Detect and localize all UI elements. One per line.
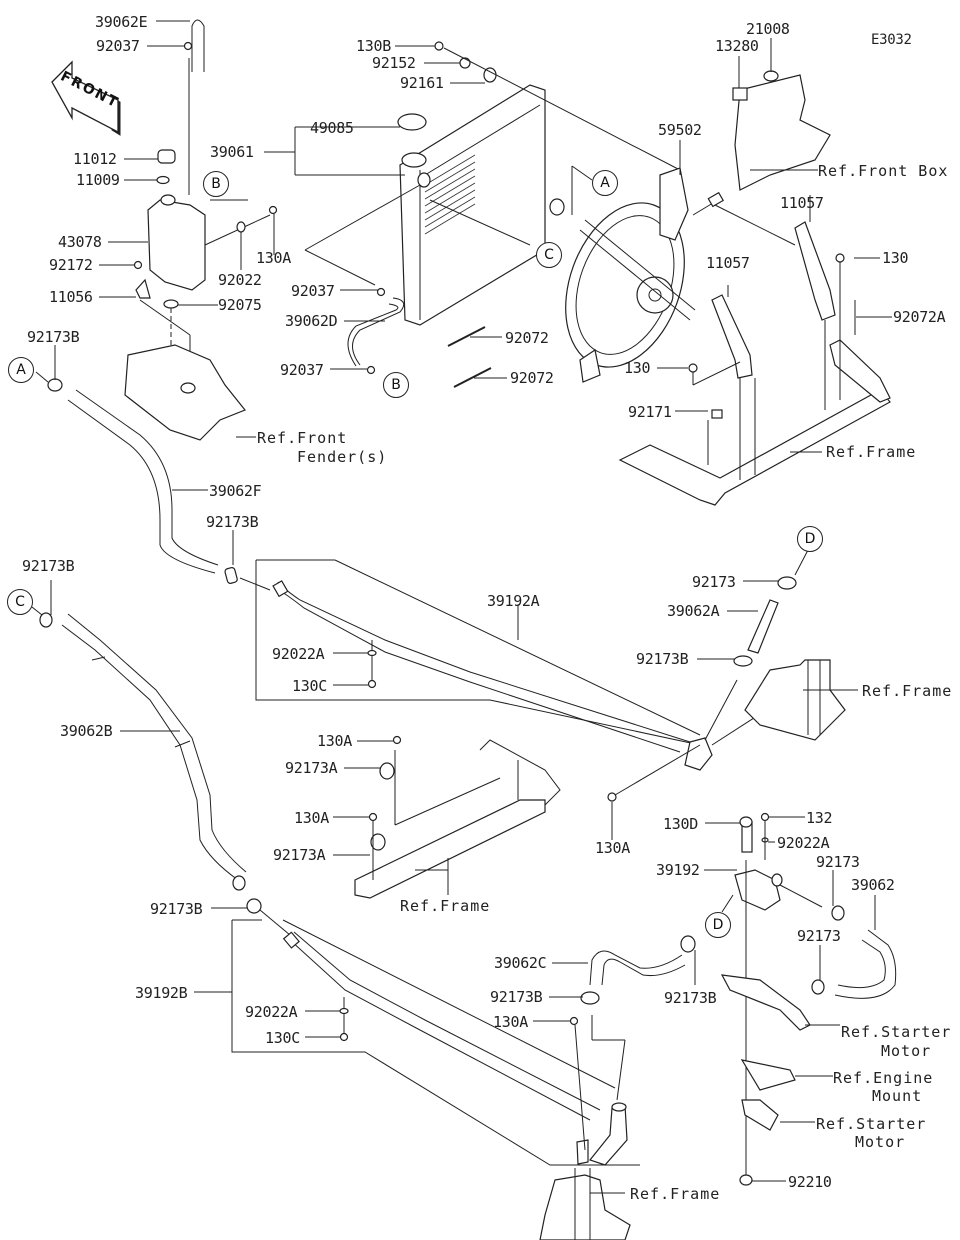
ref-frame: Ref.Frame xyxy=(400,897,491,915)
part-label[interactable]: 92037 xyxy=(96,37,140,55)
part-label[interactable]: 130A xyxy=(493,1013,528,1031)
starter-ref-a xyxy=(720,974,811,1031)
part-label[interactable]: 92173B xyxy=(150,900,203,918)
part-label[interactable]: 92210 xyxy=(788,1173,832,1191)
part-label[interactable]: 92072 xyxy=(510,369,554,387)
part-label[interactable]: 92152 xyxy=(372,54,416,72)
part-label[interactable]: 130 xyxy=(882,249,909,267)
part-label[interactable]: 59502 xyxy=(658,121,702,139)
part-label[interactable]: 39062C xyxy=(494,954,547,972)
part-label[interactable]: 39062 xyxy=(851,876,895,894)
frame-ref-middle xyxy=(354,799,546,899)
starter-ref-b xyxy=(741,1099,779,1131)
bracket-11057 xyxy=(711,294,753,379)
ref-starter-motor: Motor xyxy=(881,1042,932,1060)
part-label[interactable]: 92171 xyxy=(628,403,672,421)
part-label[interactable]: 92037 xyxy=(291,282,335,300)
callout-a: A xyxy=(8,357,34,383)
cap-11012 xyxy=(157,149,176,164)
part-label[interactable]: 39062D xyxy=(285,312,338,330)
ref-front-fender: Ref.Front xyxy=(257,429,348,447)
part-label[interactable]: 92022A xyxy=(272,645,325,663)
part-label[interactable]: 92173B xyxy=(490,988,543,1006)
part-label[interactable]: 43078 xyxy=(58,233,102,251)
callout-c: C xyxy=(536,242,562,268)
13280 xyxy=(732,87,748,101)
callout-d: D xyxy=(705,912,731,938)
callout-c: C xyxy=(7,589,33,615)
part-label[interactable]: 39062F xyxy=(209,482,262,500)
part-label[interactable]: 39062E xyxy=(95,13,148,31)
part-label[interactable]: 11056 xyxy=(49,288,93,306)
part-label[interactable]: 92173B xyxy=(664,989,717,1007)
diagram-id: E3032 xyxy=(871,32,912,48)
part-label[interactable]: 11012 xyxy=(73,150,117,168)
frame-ref-upper xyxy=(618,389,891,506)
part-label[interactable]: 92161 xyxy=(400,74,444,92)
part-label[interactable]: 130A xyxy=(595,839,630,857)
callout-a: A xyxy=(592,170,618,196)
part-label[interactable]: 21008 xyxy=(746,20,790,38)
ref-frame: Ref.Frame xyxy=(862,682,953,700)
ref-starter-motor: Motor xyxy=(855,1133,906,1151)
ref-front-fender: Fender(s) xyxy=(297,448,388,466)
part-label[interactable]: 39192A xyxy=(487,592,540,610)
part-label[interactable]: 39192 xyxy=(656,861,700,879)
part-label[interactable]: 92072 xyxy=(505,329,549,347)
ref-frame: Ref.Frame xyxy=(630,1185,721,1203)
part-label[interactable]: 92075 xyxy=(218,296,262,314)
callout-d: D xyxy=(797,526,823,552)
part-label[interactable]: 39192B xyxy=(135,984,188,1002)
fan-assembly-59502 xyxy=(565,167,696,383)
part-label[interactable]: 11009 xyxy=(76,171,120,189)
part-label[interactable]: 130 xyxy=(624,359,651,377)
ref-front-box: Ref.Front Box xyxy=(818,162,949,180)
part-label[interactable]: 92173B xyxy=(636,650,689,668)
part-label[interactable]: 49085 xyxy=(310,119,354,137)
part-label[interactable]: 92173B xyxy=(22,557,75,575)
front-box-ref xyxy=(734,74,831,191)
part-label[interactable]: 92022 xyxy=(218,271,262,289)
part-label[interactable]: 92072A xyxy=(893,308,946,326)
ref-engine-mount: Mount xyxy=(872,1087,923,1105)
part-label[interactable]: 130A xyxy=(317,732,352,750)
part-label[interactable]: 92173 xyxy=(816,853,860,871)
part-label[interactable]: 132 xyxy=(806,809,833,827)
part-label[interactable]: 92172 xyxy=(49,256,93,274)
ref-starter-motor: Ref.Starter xyxy=(816,1115,927,1133)
part-label[interactable]: 130B xyxy=(356,37,391,55)
callout-b: B xyxy=(203,171,229,197)
part-label[interactable]: 130A xyxy=(256,249,291,267)
part-label[interactable]: 130D xyxy=(663,815,698,833)
part-label[interactable]: 130C xyxy=(292,677,327,695)
engine-mount-ref xyxy=(740,1059,796,1091)
part-label[interactable]: 39062B xyxy=(60,722,113,740)
part-label[interactable]: 92037 xyxy=(280,361,324,379)
part-label[interactable]: 13280 xyxy=(715,37,759,55)
front-arrow-icon xyxy=(51,60,121,136)
part-label[interactable]: 92173A xyxy=(285,759,338,777)
ref-frame: Ref.Frame xyxy=(826,443,917,461)
part-label[interactable]: 92173B xyxy=(27,328,80,346)
part-label[interactable]: 92173B xyxy=(206,513,259,531)
part-label[interactable]: 130C xyxy=(265,1029,300,1047)
ref-engine-mount: Ref.Engine xyxy=(833,1069,934,1087)
part-label[interactable]: 39061 xyxy=(210,143,254,161)
part-label[interactable]: 39062A xyxy=(667,602,720,620)
part-label[interactable]: 11057 xyxy=(706,254,750,272)
part-label[interactable]: 92022A xyxy=(245,1003,298,1021)
radiator-cap-49085 xyxy=(397,113,427,131)
part-label[interactable]: 92173 xyxy=(797,927,841,945)
ref-starter-motor: Ref.Starter xyxy=(841,1023,952,1041)
part-label[interactable]: 92173 xyxy=(692,573,736,591)
part-label[interactable]: 92173A xyxy=(273,846,326,864)
part-label[interactable]: 11057 xyxy=(780,194,824,212)
callout-b: B xyxy=(383,372,409,398)
bracket-11057 xyxy=(794,221,836,321)
part-label[interactable]: 130A xyxy=(294,809,329,827)
part-label[interactable]: 92022A xyxy=(777,834,830,852)
